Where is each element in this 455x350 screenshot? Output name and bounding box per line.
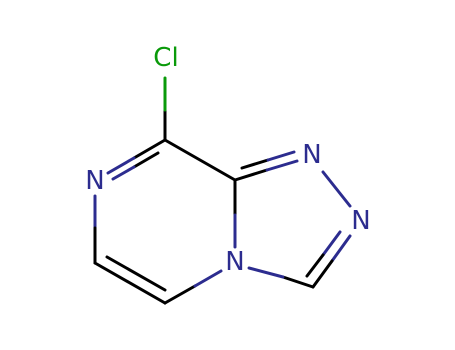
bond-c8a-n1-carbon-half bbox=[233, 168, 269, 182]
bond-c8-n7-nitrogen-half bbox=[106, 156, 136, 175]
bond-c8a-c8 bbox=[163, 138, 237, 182]
bond-c8a-n1-nitrogen-half bbox=[265, 159, 299, 172]
bond-c8-n7-inner-nitrogen bbox=[111, 165, 136, 181]
atom-chlorine-label: Cl bbox=[153, 43, 178, 73]
bond-n2-c3-inner-carbon bbox=[305, 253, 325, 278]
bond-c8-n7-inner-carbon bbox=[132, 151, 160, 169]
bond-c8a-n1-inner-carbon bbox=[240, 158, 270, 170]
bond-c8-n7-carbon-half bbox=[132, 138, 167, 160]
bond-n1-n2 bbox=[321, 170, 352, 208]
atom-n-triazole-right-label: N bbox=[351, 206, 370, 236]
bond-c3-n4-nitrogen-half bbox=[247, 266, 285, 279]
bond-c6-c5-outer bbox=[93, 261, 167, 305]
atom-n-pyrazine-label: N bbox=[85, 166, 104, 196]
bond-c5-n4-nitrogen-half bbox=[193, 269, 223, 288]
bond-c5-n4-carbon-half bbox=[163, 284, 197, 305]
bond-n2-c3-nitrogen-half bbox=[330, 234, 352, 263]
bond-c3-n4-carbon-half bbox=[281, 275, 315, 289]
bonds bbox=[93, 76, 352, 305]
bond-n2-c3-carbon-half bbox=[311, 259, 334, 289]
bond-c6-c5-inner bbox=[105, 255, 167, 292]
bond-n2-c3-inner-nitrogen bbox=[321, 230, 342, 257]
bond-c8a-n1-inner-nitrogen bbox=[266, 150, 296, 162]
atom-labels: Cl N N N N bbox=[85, 43, 370, 277]
atom-n-bridge-label: N bbox=[225, 247, 244, 277]
atom-n-triazole-top-label: N bbox=[302, 140, 321, 170]
